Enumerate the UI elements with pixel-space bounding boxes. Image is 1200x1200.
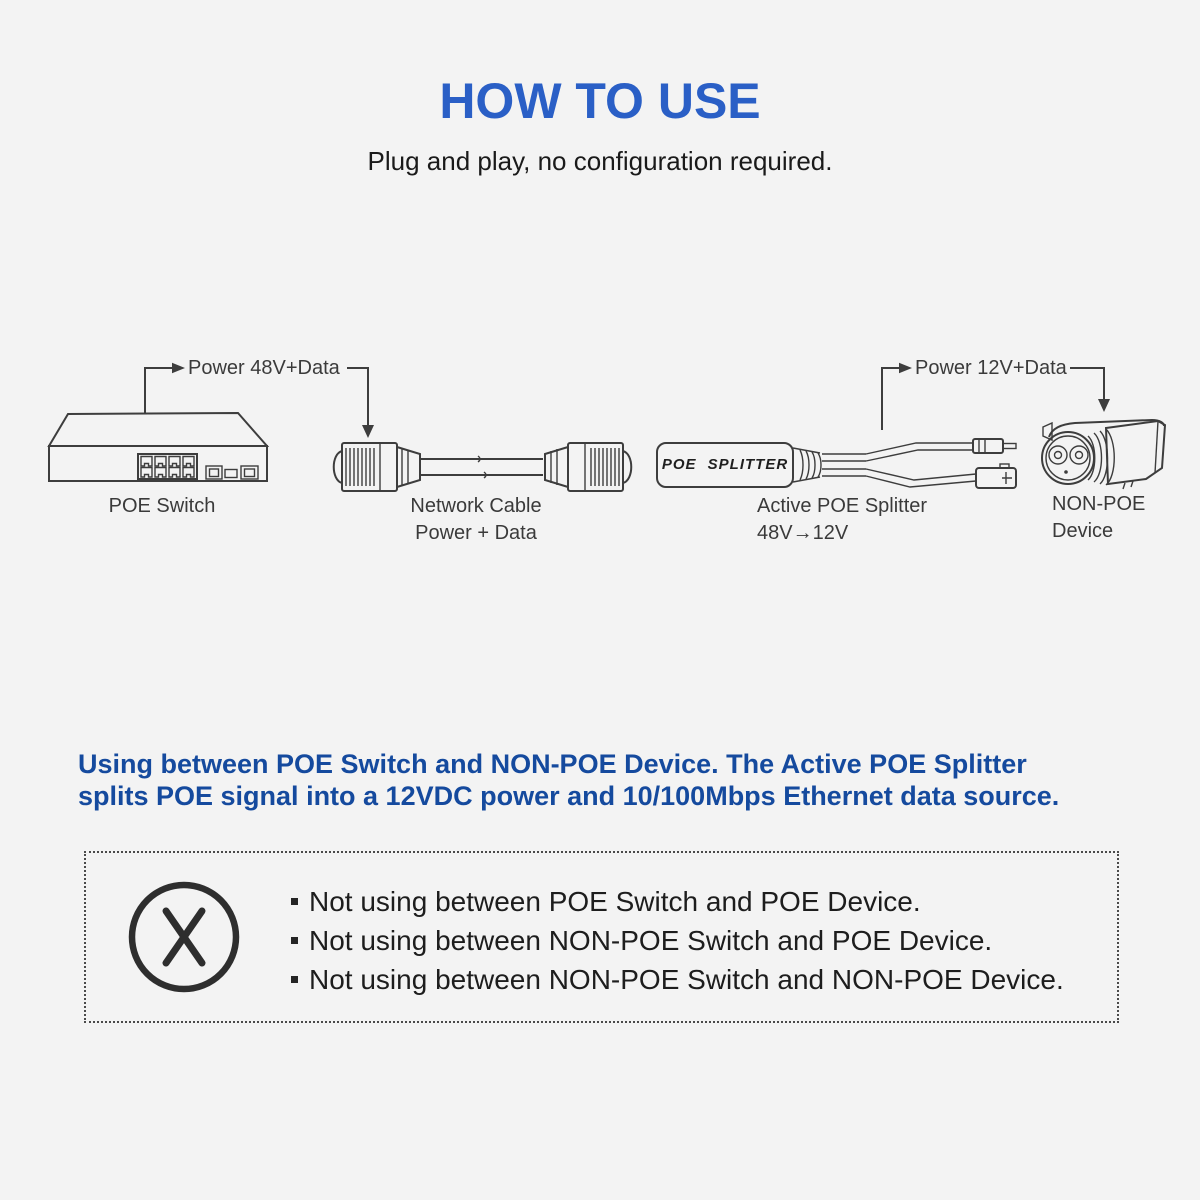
- caption-network-cable: Network Cable Power + Data: [376, 493, 576, 547]
- warning-item: Not using between NON-POE Switch and POE…: [291, 921, 1064, 960]
- usage-description-line1: Using between POE Switch and NON-POE Dev…: [78, 749, 1027, 779]
- warning-item-text: Not using between NON-POE Switch and NON…: [309, 964, 1064, 995]
- page-title: HOW TO USE: [439, 73, 761, 129]
- warning-list: Not using between POE Switch and POE Dev…: [291, 882, 1064, 999]
- arrow-power-48v: [144, 362, 374, 438]
- caption-network-cable-line1: Network Cable: [410, 495, 542, 517]
- arrow-label-power-48v: Power 48V+Data: [188, 357, 340, 379]
- warning-item-text: Not using between POE Switch and POE Dev…: [309, 886, 921, 917]
- bullet-square-icon: [291, 898, 298, 905]
- caption-poe-splitter: Active POE Splitter 48V→12V: [757, 493, 927, 547]
- camera-drawing: [1041, 418, 1167, 490]
- diagram-canvas: [47, 362, 1167, 492]
- caption-non-poe-device: NON-POE Device: [1052, 491, 1145, 545]
- warning-item: Not using between NON-POE Switch and NON…: [291, 960, 1064, 999]
- network-cable-drawing: [332, 442, 633, 492]
- caption-poe-splitter-line2: 48V→12V: [757, 522, 849, 544]
- caption-non-poe-device-line2: Device: [1052, 520, 1114, 542]
- no-cross-icon: [128, 881, 240, 993]
- arrow-label-power-12v: Power 12V+Data: [915, 357, 1067, 379]
- bullet-square-icon: [291, 976, 298, 983]
- caption-poe-switch: POE Switch: [108, 495, 216, 517]
- bullet-square-icon: [291, 937, 298, 944]
- usage-description-line2: splits POE signal into a 12VDC power and…: [78, 781, 1060, 811]
- usage-description: Using between POE Switch and NON-POE Dev…: [78, 748, 1059, 812]
- warning-item: Not using between POE Switch and POE Dev…: [291, 882, 1064, 921]
- page-subtitle: Plug and play, no configuration required…: [367, 146, 833, 176]
- warning-box: [84, 851, 1119, 1023]
- poe-splitter-drawing: [656, 438, 1017, 489]
- caption-non-poe-device-line1: NON-POE: [1052, 493, 1146, 515]
- splitter-device-text: POE SPLITTER: [661, 456, 789, 473]
- poe-switch-drawing: [47, 411, 270, 482]
- caption-network-cable-line2: Power + Data: [415, 522, 537, 544]
- warning-item-text: Not using between NON-POE Switch and POE…: [309, 925, 993, 956]
- caption-poe-splitter-line1: Active POE Splitter: [757, 495, 928, 517]
- arrow-power-12v: [881, 362, 1110, 430]
